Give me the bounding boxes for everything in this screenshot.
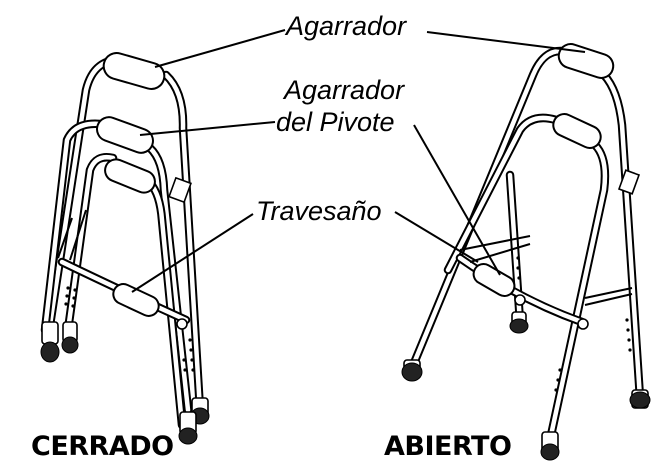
rear-grip-open [557,43,615,79]
feet-open [401,311,651,461]
open-walker [401,43,651,461]
handle-label: Agarrador [284,11,407,41]
closed-caption: CERRADO [31,431,174,462]
height-holes-open [516,256,632,392]
height-holes-closed [64,286,195,372]
pivot-handle-label-line1: Agarrador [282,75,405,105]
front-grip-open [552,113,602,149]
closed-walker [40,52,210,445]
pivot-handle-label-line2: del Pivote [276,107,395,137]
pivot-grip-closed [96,116,154,154]
feet-closed [40,321,210,445]
crossbar-grip-closed [112,283,160,317]
callout-lines [131,29,586,293]
rear-grip-closed [102,52,166,90]
front-grip-closed [104,158,156,194]
crossbar-label: Travesaño [256,196,382,226]
open-caption: ABIERTO [384,431,511,462]
